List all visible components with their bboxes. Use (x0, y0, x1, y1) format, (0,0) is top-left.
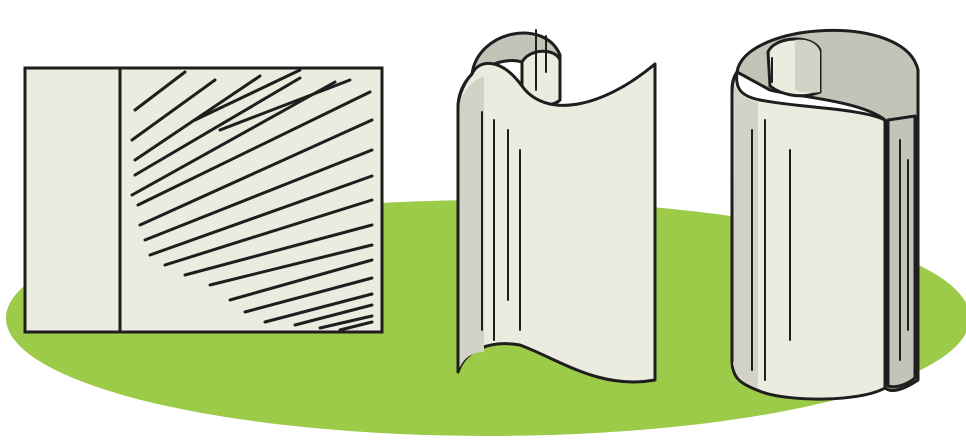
rolled-tube-right-shade (888, 116, 915, 387)
rolled-tube-left-shade (733, 84, 758, 388)
curled-sheet-front-face (458, 63, 655, 382)
rolled-tube-inner-shadow (795, 40, 820, 93)
flat-sheet (25, 68, 382, 332)
flat-sheet-left-strip (25, 68, 120, 332)
curled-sheet (458, 30, 655, 382)
rolled-tube (732, 30, 918, 399)
curled-sheet-shade (458, 76, 484, 372)
